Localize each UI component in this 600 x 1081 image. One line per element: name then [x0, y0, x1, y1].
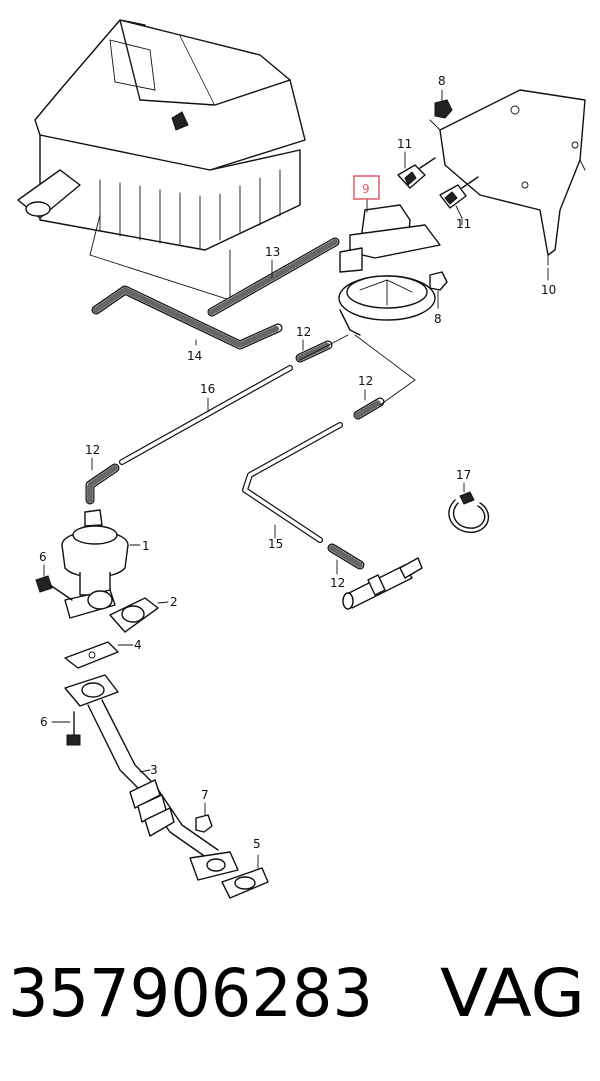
egr-pipe — [64, 674, 239, 881]
callout-12-right: 12 — [358, 374, 373, 388]
callout-12-left: 12 — [85, 443, 100, 457]
callout-12-lower: 12 — [330, 576, 345, 590]
callout-4: 4 — [134, 638, 142, 652]
hose-clamp — [448, 491, 490, 533]
hose-14 — [91, 285, 283, 350]
callout-12-upper: 12 — [296, 325, 311, 339]
callout-11-right: 11 — [456, 217, 471, 231]
part-number: 357906283 — [8, 955, 373, 1032]
bolt-6-lower — [66, 711, 81, 746]
hose-12-elbow — [85, 463, 120, 505]
callout-7: 7 — [201, 788, 209, 802]
hose-12-right — [353, 397, 385, 420]
brand-name: VAG — [440, 955, 585, 1032]
hose-15 — [242, 422, 343, 543]
hose-12-lower — [327, 543, 365, 570]
callout-2: 2 — [170, 595, 178, 609]
air-filter-housing — [17, 19, 306, 301]
leader-lines — [43, 151, 549, 869]
callout-13: 13 — [265, 245, 280, 259]
hose-12-upper — [295, 340, 333, 363]
egr-valve — [61, 509, 129, 619]
vacuum-valve-11-left — [397, 157, 436, 189]
t-connector — [342, 557, 423, 610]
callout-8-top: 8 — [438, 74, 446, 88]
callout-1: 1 — [142, 539, 150, 553]
vacuum-valve-11-right — [439, 176, 479, 219]
callout-3: 3 — [150, 763, 158, 777]
pressure-converter — [338, 204, 441, 336]
gasket-5 — [221, 867, 269, 899]
callout-11-left: 11 — [397, 137, 412, 151]
gasket-2 — [109, 597, 159, 633]
nut-7 — [195, 814, 213, 833]
hose-13 — [207, 237, 340, 317]
callout-5: 5 — [253, 837, 261, 851]
callout-15: 15 — [268, 537, 283, 551]
callout-14: 14 — [187, 349, 202, 363]
callout-16: 16 — [200, 382, 215, 396]
bolt-6-upper — [35, 575, 73, 601]
hose-16 — [119, 365, 293, 465]
callout-8-lower: 8 — [434, 312, 442, 326]
callout-10: 10 — [541, 283, 556, 297]
nut-8-lower — [429, 271, 448, 309]
highlight-box — [353, 175, 380, 200]
callout-17: 17 — [456, 468, 471, 482]
nut-8-top — [434, 89, 453, 119]
callout-6-upper: 6 — [39, 550, 47, 564]
callout-6-lower: 6 — [40, 715, 48, 729]
mounting-bracket — [429, 89, 586, 266]
gasket-4 — [64, 641, 119, 669]
callout-9: 9 — [362, 182, 370, 196]
